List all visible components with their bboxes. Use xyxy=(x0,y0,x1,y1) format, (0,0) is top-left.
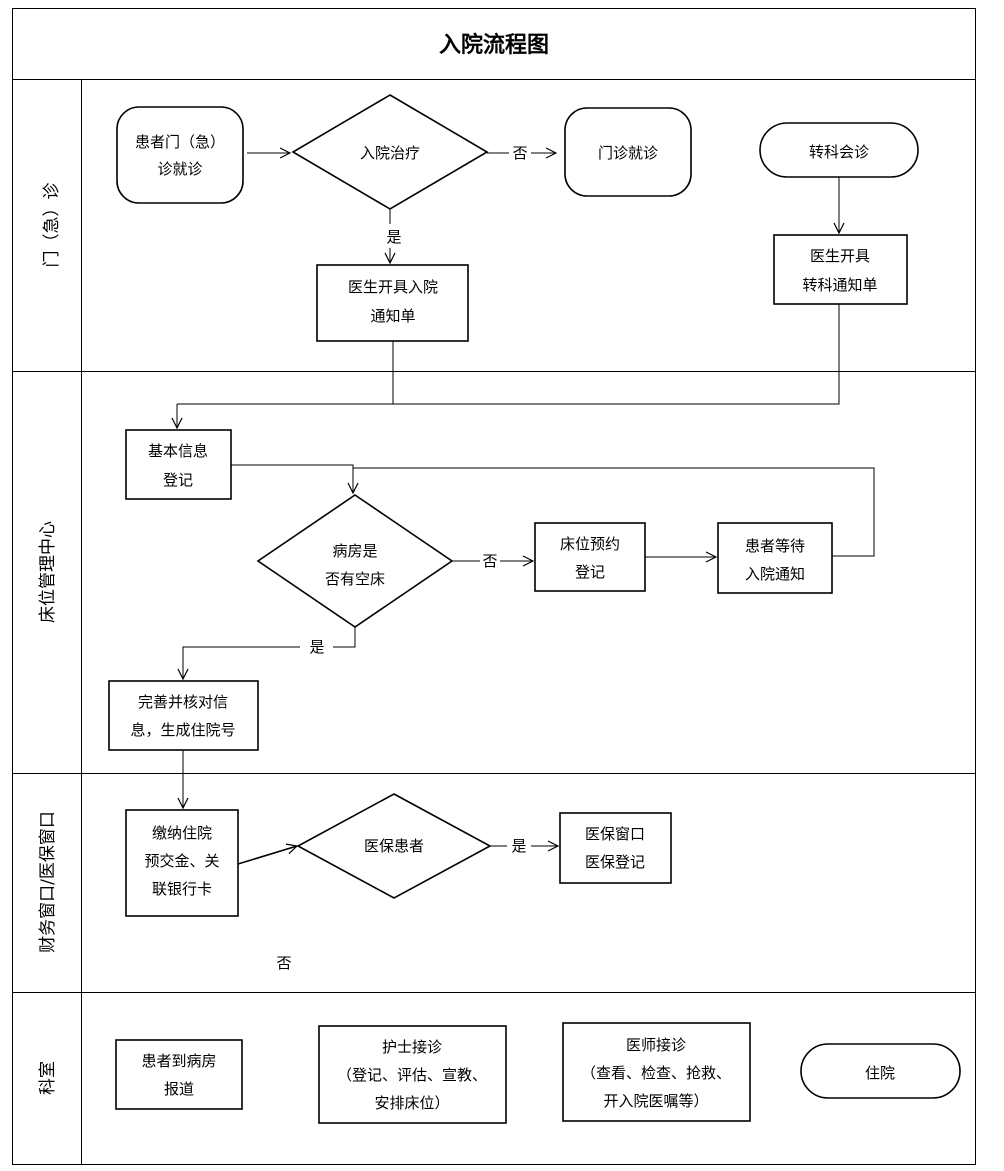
await-notice-box xyxy=(717,522,833,594)
patient-visit-label: 患者门（急）诊就诊 xyxy=(135,133,225,178)
bed-available-label: 病房是否有空床 xyxy=(325,542,385,588)
transfer-consult-label: 转科会诊 xyxy=(809,143,869,161)
arrow-pay-to-insured xyxy=(237,846,297,865)
line-notices-merge xyxy=(177,341,394,405)
insured-decision-diamond xyxy=(296,793,492,899)
bed-no-label: 否 xyxy=(482,552,497,570)
doctor-reception-box xyxy=(562,1022,751,1122)
lane-labels: 门（急）诊 床位管理中心 财务窗口/医保窗口 科室 xyxy=(38,183,62,1096)
admission-notice-box xyxy=(316,264,469,342)
nurse-reception-label: 护士接诊（登记、评估、宣教、安排床位） xyxy=(337,1038,487,1112)
nurse-reception-box xyxy=(318,1025,507,1124)
pay-deposit-label: 缴纳住院预交金、关联银行卡 xyxy=(144,824,219,898)
insurance-window-box xyxy=(559,812,672,884)
lane-department-label: 科室 xyxy=(38,1061,58,1095)
swimlane-grid xyxy=(12,8,976,1165)
hospitalized-label: 住院 xyxy=(865,1064,895,1082)
shapes xyxy=(108,94,961,1124)
transfer-notice-label: 医生开具转科通知单 xyxy=(802,247,877,294)
page-title: 入院流程图 xyxy=(439,32,549,58)
arrow-yes-to-complete-info xyxy=(183,646,300,679)
edge-labels: 否 是 否 是 是 否 xyxy=(276,144,527,972)
node-labels: 患者门（急）诊就诊 入院治疗 门诊就诊 转科会诊 医生开具入院通知单 医生开具转… xyxy=(130,133,895,1112)
admit-no-label: 否 xyxy=(512,144,527,162)
line-await-loop-back xyxy=(353,467,875,557)
complete-info-label: 完善并核对信息，生成住院号 xyxy=(130,693,235,739)
arrow-basic-info-to-bed-decision xyxy=(231,464,353,493)
transfer-notice-box xyxy=(773,234,908,305)
insured-yes-label: 是 xyxy=(511,837,526,855)
basic-info-label: 基本信息登记 xyxy=(148,442,208,489)
admit-decision-label: 入院治疗 xyxy=(360,144,420,162)
arrive-ward-label: 患者到病房报道 xyxy=(141,1052,216,1098)
doctor-reception-label: 医师接诊（查看、检查、抢救、开入院医嘱等） xyxy=(581,1036,731,1110)
insurance-window-label: 医保窗口医保登记 xyxy=(585,825,645,871)
hospitalized-terminal xyxy=(800,1043,961,1099)
bed-yes-label: 是 xyxy=(309,638,324,656)
outpatient-care-label: 门诊就诊 xyxy=(598,144,658,162)
lane-bed-center-label: 床位管理中心 xyxy=(38,521,58,623)
lane-outpatient-label: 门（急）诊 xyxy=(42,183,62,268)
patient-visit-terminal xyxy=(116,106,244,204)
line-bed-to-yes xyxy=(333,627,356,648)
arrive-ward-box xyxy=(115,1039,243,1110)
lane-finance-label: 财务窗口/医保窗口 xyxy=(38,811,58,953)
connectors xyxy=(177,153,875,865)
await-notice-label: 患者等待入院通知 xyxy=(745,537,805,583)
pay-deposit-box xyxy=(125,809,239,917)
outpatient-care-terminal xyxy=(564,107,692,197)
bed-reservation-label: 床位预约登记 xyxy=(560,535,620,581)
complete-info-box xyxy=(108,680,259,751)
admit-yes-label: 是 xyxy=(386,228,401,246)
bed-reservation-box xyxy=(534,522,646,592)
line-transfer-merge xyxy=(393,304,840,405)
admission-notice-label: 医生开具入院通知单 xyxy=(348,278,438,325)
insured-no-label: 否 xyxy=(276,954,291,972)
insured-decision-label: 医保患者 xyxy=(364,837,424,855)
bed-available-diamond xyxy=(256,494,454,628)
